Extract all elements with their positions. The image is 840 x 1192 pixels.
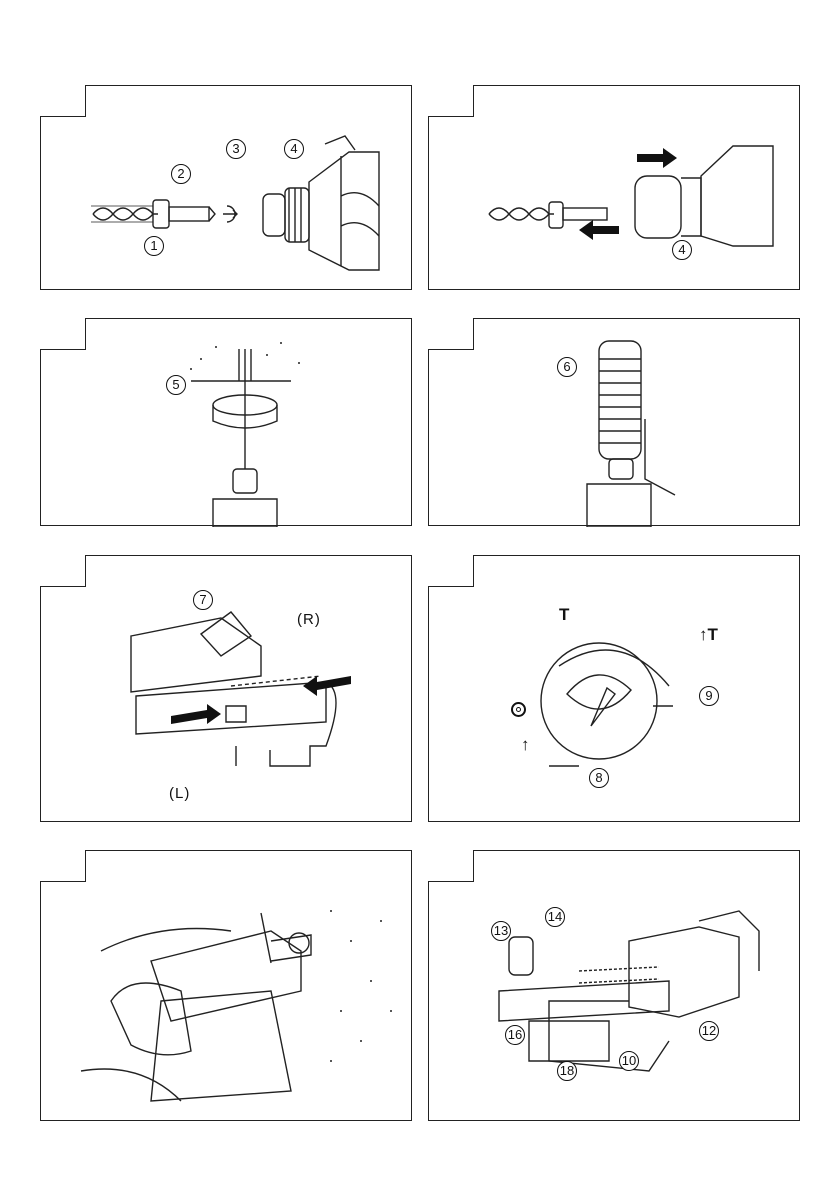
rotation-mark-right: (R) <box>297 610 321 630</box>
callout-3: 3 <box>226 139 246 159</box>
callout-1: 1 <box>144 236 164 256</box>
figure-panel-3: 5 <box>40 318 412 526</box>
figure-panel-6: T ↑T ↑ 8 9 <box>428 555 800 822</box>
dust-extractor-attachment-icon <box>429 851 801 1122</box>
hammer-drill-in-use-icon <box>41 851 413 1122</box>
hammer-mode-icon: T <box>559 606 569 623</box>
reversing-switch-icon <box>41 556 413 823</box>
dust-cup-icon <box>41 319 413 527</box>
callout-8: 8 <box>589 768 609 788</box>
remove-arrow-icon <box>579 220 619 240</box>
rotation-only-mode-icon: ↑ <box>521 736 530 753</box>
callout-5: 5 <box>166 375 186 395</box>
callout-4: 4 <box>284 139 304 159</box>
rotation-mark-left: (L) <box>169 784 190 804</box>
callout-6: 6 <box>557 357 577 377</box>
figure-panel-4: 6 <box>428 318 800 526</box>
drill-bit-icon <box>41 86 413 291</box>
callout-16: 16 <box>505 1025 525 1045</box>
figure-panel-8: 10 12 13 14 16 18 <box>428 850 800 1121</box>
dust-bellows-icon <box>429 319 801 527</box>
figure-panel-1: 1 2 3 4 <box>40 85 412 290</box>
callout-7: 7 <box>193 590 213 610</box>
callout-18: 18 <box>557 1061 577 1081</box>
callout-9: 9 <box>699 686 719 706</box>
insert-arrow-icon <box>637 148 677 168</box>
callout-10: 10 <box>619 1051 639 1071</box>
callout-4: 4 <box>672 240 692 260</box>
tool-chuck-icon <box>263 194 285 236</box>
callout-13: 13 <box>491 921 511 941</box>
figure-panel-2: 4 <box>428 85 800 290</box>
figure-panel-7 <box>40 850 412 1121</box>
callout-12: 12 <box>699 1021 719 1041</box>
callout-14: 14 <box>545 907 565 927</box>
figure-panel-5: 7 (R) (L) <box>40 555 412 822</box>
rotation-hammer-mode-icon: ↑T <box>699 626 718 643</box>
neutral-mode-icon <box>511 702 526 717</box>
callout-2: 2 <box>171 164 191 184</box>
